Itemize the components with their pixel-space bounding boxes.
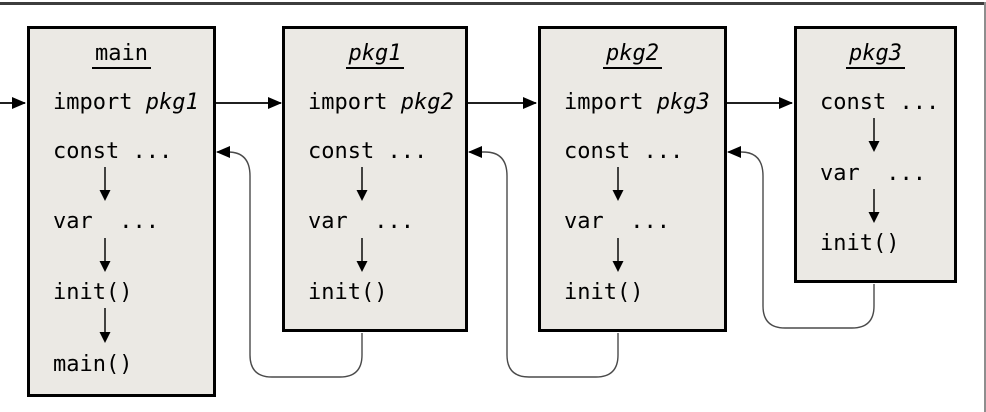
frame-right-line bbox=[984, 2, 986, 412]
code-line-const: const ... bbox=[820, 90, 940, 115]
package-box-pkg2: pkg2 import pkg3 const ... var ... init(… bbox=[538, 26, 727, 332]
code-line-init: init() bbox=[53, 280, 133, 305]
frame-top-line bbox=[0, 2, 986, 5]
box-title-text: pkg1 bbox=[345, 41, 405, 69]
code-line-var: var ... bbox=[564, 209, 670, 234]
import-keyword: import bbox=[564, 90, 657, 115]
code-line-init: init() bbox=[308, 280, 388, 305]
import-package-name: pkg3 bbox=[656, 90, 710, 115]
package-box-main: main import pkg1 const ... var ... init(… bbox=[27, 26, 216, 397]
box-title: pkg1 bbox=[285, 41, 465, 69]
code-line-const: const ... bbox=[308, 139, 428, 164]
code-line-var: var ... bbox=[308, 209, 414, 234]
package-box-pkg3: pkg3 const ... var ... init() bbox=[794, 26, 957, 283]
box-title: pkg2 bbox=[541, 41, 724, 69]
code-line-var: var ... bbox=[53, 209, 159, 234]
import-package-name: pkg1 bbox=[145, 90, 199, 115]
box-title-text: main bbox=[92, 41, 151, 69]
code-line-const: const ... bbox=[564, 139, 684, 164]
code-line-init: init() bbox=[564, 280, 644, 305]
box-title: main bbox=[30, 41, 213, 69]
code-line-var: var ... bbox=[820, 161, 926, 186]
box-title-text: pkg3 bbox=[846, 41, 905, 69]
code-line-import: import pkg1 bbox=[53, 90, 199, 116]
import-package-name: pkg2 bbox=[400, 90, 454, 115]
code-line-const: const ... bbox=[53, 139, 173, 164]
code-line-import: import pkg3 bbox=[564, 90, 710, 116]
import-keyword: import bbox=[53, 90, 146, 115]
code-line-main-call: main() bbox=[53, 352, 133, 377]
package-box-pkg1: pkg1 import pkg2 const ... var ... init(… bbox=[282, 26, 468, 332]
box-title-text: pkg2 bbox=[603, 41, 662, 69]
code-line-import: import pkg2 bbox=[308, 90, 454, 116]
code-line-init: init() bbox=[820, 231, 900, 256]
box-title: pkg3 bbox=[797, 41, 954, 69]
import-keyword: import bbox=[308, 90, 401, 115]
